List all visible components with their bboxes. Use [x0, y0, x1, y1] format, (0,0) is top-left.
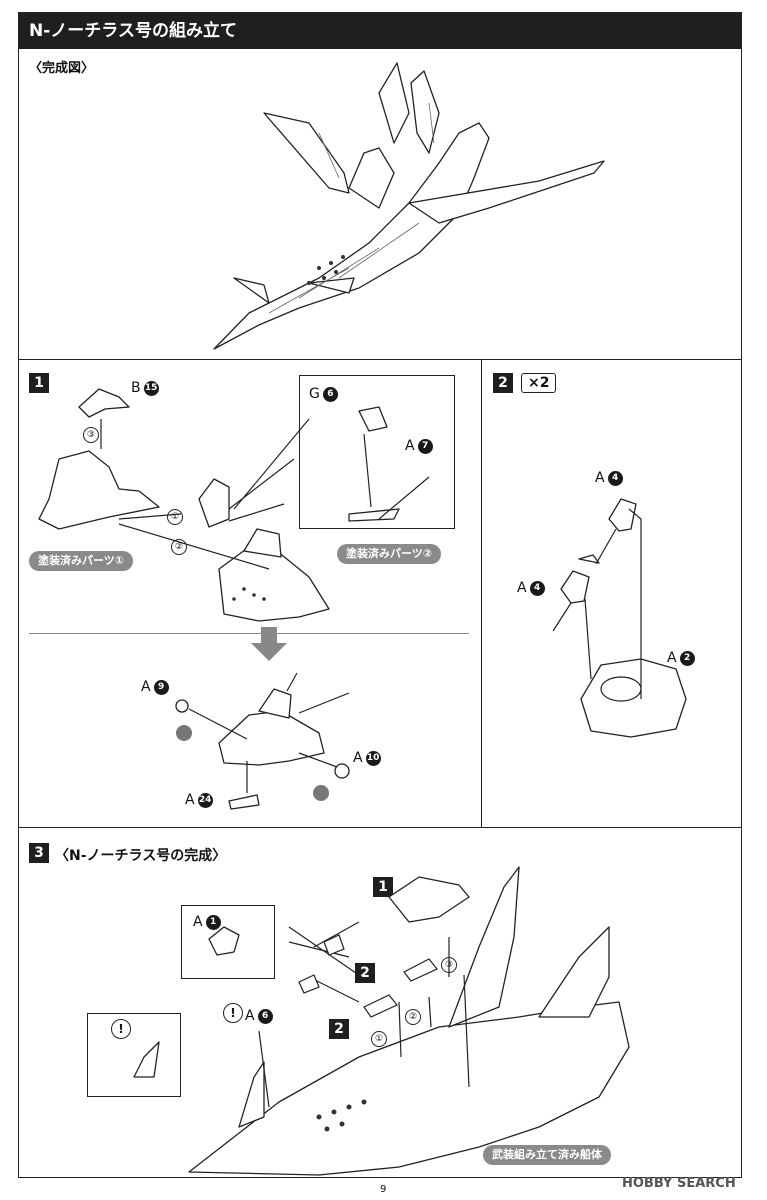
order-3: ③: [83, 427, 99, 443]
step-1-divider: [29, 633, 469, 634]
hull-assembled-badge: 武装組み立て済み船体: [483, 1145, 611, 1165]
step-1-number: 1: [29, 373, 49, 393]
step-1-lower-illustration: [175, 672, 350, 810]
painted-part-2-badge: 塗装済みパーツ②: [337, 544, 442, 564]
page-number: 9: [380, 1184, 387, 1195]
warning-icon: !: [223, 1003, 243, 1023]
completed-figure-label: 〈完成図〉: [29, 61, 95, 76]
step-3-number: 3: [29, 843, 49, 863]
warning-icon-detail: !: [111, 1019, 131, 1039]
divider-vertical: [481, 359, 482, 827]
step-3-order-2: ②: [405, 1009, 421, 1025]
painted-part-1-badge: 塗装済みパーツ①: [29, 551, 134, 571]
step-3-illustration: [133, 866, 630, 1176]
page-title: N-ノーチラス号の組み立て: [19, 13, 741, 49]
step-1-upper-illustration: [38, 388, 430, 622]
warning-detail-inset: [87, 1013, 181, 1097]
step-1-arrow-down: [251, 627, 287, 661]
ref-step-2-lower: 2: [329, 1019, 349, 1039]
divider-top: [19, 359, 741, 360]
step-3-order-1: ①: [371, 1031, 387, 1047]
ref-step-1: 1: [373, 877, 393, 897]
ref-step-2-upper: 2: [355, 963, 375, 983]
order-1: ①: [167, 509, 183, 525]
divider-bottom: [19, 827, 741, 828]
step-2-number: 2: [493, 373, 513, 393]
watermark: HOBBY SEARCH: [622, 1176, 736, 1191]
step-2-illustration: [552, 498, 687, 738]
completed-ship-illustration: [213, 62, 605, 350]
step-3-title: 〈N-ノーチラス号の完成〉: [55, 848, 227, 864]
step-2-multiplier: ×2: [521, 373, 557, 393]
